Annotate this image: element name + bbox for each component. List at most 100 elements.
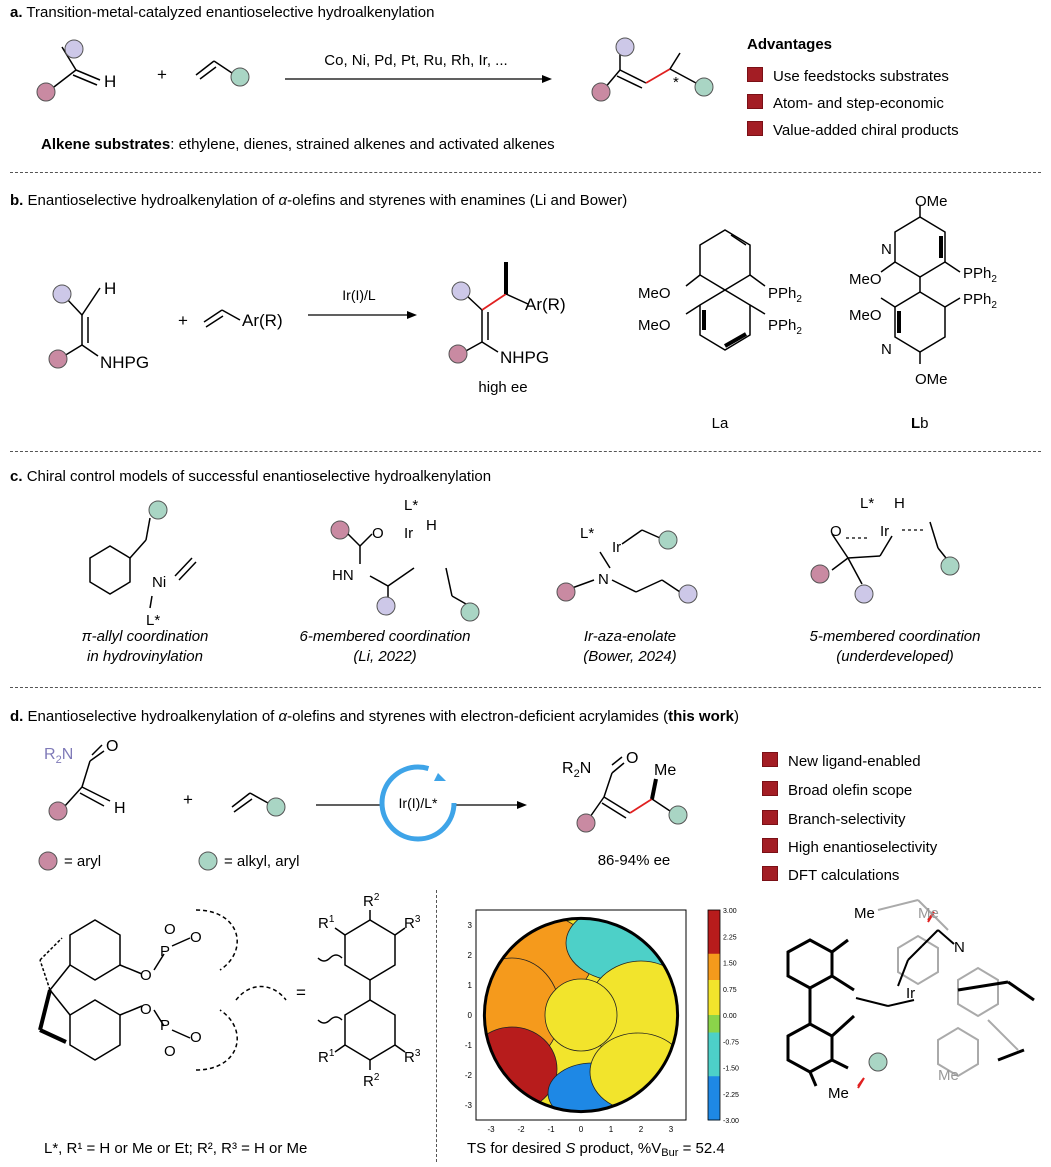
svg-text:H: H	[426, 517, 437, 534]
section-a-label: a.	[10, 4, 23, 21]
section-a-title-text: Transition-metal-catalyzed enantioselect…	[26, 4, 435, 21]
styrene-partner	[203, 309, 241, 328]
ts-ir-label: Ir	[906, 985, 915, 1002]
model-5-membered: L* H O Ir	[810, 495, 960, 604]
alkene-partner	[195, 60, 250, 87]
n-label-top: N	[881, 241, 892, 258]
product-acrylamide	[576, 756, 688, 833]
section-b-title: b. Enantioselective hydroalkenylation of…	[10, 192, 628, 209]
ts-caption: TS for desired S product, %VBur = 52.4	[467, 1140, 725, 1159]
section-c-models: Ni L* O Ir L* H HN	[89, 495, 960, 628]
carbonyl-o-label: O	[106, 738, 118, 755]
alkyl-legend-label: = alkyl, aryl	[224, 853, 299, 870]
colorbar-segment	[708, 1093, 720, 1103]
model3-caption-2: (Bower, 2024)	[583, 648, 677, 665]
svg-text:O: O	[372, 525, 384, 542]
advantage-item-1: Use feedstocks substrates	[747, 67, 949, 85]
colorbar-segment	[708, 1006, 720, 1016]
y-tick-label: -1	[465, 1041, 473, 1050]
hydrogen-label: H	[104, 279, 116, 298]
n-label-bottom: N	[881, 341, 892, 358]
plus-sign: +	[157, 65, 167, 84]
svg-text:=: =	[296, 983, 306, 1002]
heatmap-region-center	[544, 978, 618, 1052]
r2n-label: R2N	[44, 746, 73, 766]
alkyl-legend-circle	[198, 851, 218, 871]
advantages-title: Advantages	[747, 36, 833, 53]
x-tick-label: -2	[517, 1125, 525, 1134]
svg-text:Ir: Ir	[404, 525, 413, 542]
feature-item-3: Branch-selectivity	[762, 810, 906, 828]
model-aza-enolate: L* Ir N	[556, 525, 698, 604]
svg-text:O: O	[140, 1001, 152, 1018]
r2-top: R2	[363, 892, 380, 910]
x-tick-label: 0	[579, 1125, 584, 1134]
ee-label: high ee	[478, 379, 527, 396]
model4-caption-1: 5-membered coordination	[809, 628, 981, 645]
svg-text:H: H	[894, 495, 905, 512]
model4-caption-2: (underdeveloped)	[836, 648, 954, 665]
product-diene	[591, 37, 714, 102]
divider-3	[10, 687, 1041, 688]
ligand-structure: O O P P O O O O = R2 R1 R3 R1 R3 R2	[38, 892, 421, 1090]
product-o-label: O	[626, 750, 638, 767]
ome-label-top: OMe	[915, 193, 948, 210]
svg-text:O: O	[190, 929, 202, 946]
colorbar-segment	[708, 1041, 720, 1051]
colorbar-segment	[708, 1067, 720, 1077]
colorbar-segment	[708, 1015, 720, 1025]
section-a-scheme: H + Co, Ni, Pd, Pt, Ru, Rh, Ir, ... *	[36, 37, 714, 102]
colorbar-segment	[708, 1032, 720, 1042]
colorbar-tick-label: 0.00	[723, 1013, 737, 1020]
svg-text:L*: L*	[580, 525, 594, 542]
alkene-substrates-line: Alkene substrates: ethylene, dienes, str…	[41, 136, 555, 153]
x-tick-label: -1	[547, 1125, 555, 1134]
feature-item-4: High enantioselectivity	[762, 838, 937, 856]
feature-item-2: Broad olefin scope	[762, 781, 912, 799]
product-nhpg-label: NHPG	[500, 348, 549, 367]
hydrogen-label: H	[104, 72, 116, 91]
svg-text:Ir: Ir	[612, 539, 621, 556]
ts-me-label-4: Me	[938, 1067, 959, 1084]
svg-text:Ni: Ni	[152, 574, 166, 591]
stereocenter-star: *	[673, 74, 679, 91]
colorbar-tick-label: 2.25	[723, 934, 737, 941]
colorbar-segment	[708, 962, 720, 972]
colorbar-segment	[708, 1085, 720, 1095]
r1-bottom: R1	[318, 1048, 335, 1066]
aryl-label: Ar(R)	[242, 311, 283, 330]
svg-text:O: O	[140, 967, 152, 984]
colorbar-segment	[708, 1050, 720, 1060]
ts-me-label-1: Me	[854, 905, 875, 922]
catalytic-cycle-icon	[379, 764, 457, 842]
meo-label-2: MeO	[638, 317, 671, 334]
r2-bottom: R2	[363, 1072, 380, 1090]
la-label: La	[712, 415, 729, 432]
advantage-item-3: Value-added chiral products	[747, 121, 959, 139]
section-b-scheme: H NHPG + Ar(R) Ir(I)/L Ar(R) NHPG high e…	[48, 262, 566, 396]
lb-label: Lb	[911, 415, 929, 432]
colorbar-segment	[708, 1111, 720, 1121]
divider-1	[10, 172, 1041, 173]
divider-2	[10, 451, 1041, 452]
colorbar-segment	[708, 910, 720, 920]
vertical-divider	[436, 890, 437, 1162]
feature-item-5: DFT calculations	[762, 866, 899, 884]
colorbar-segment	[708, 997, 720, 1007]
methyl-label: Me	[654, 762, 676, 779]
product-aryl-label: Ar(R)	[525, 295, 566, 314]
r3-bottom: R3	[404, 1048, 421, 1066]
ome-label-bottom: OMe	[915, 371, 948, 388]
colorbar-segment	[708, 1023, 720, 1033]
ts-structure: Me Me Me Me Ir N	[786, 899, 1035, 1102]
meo-label-1: MeO	[638, 285, 671, 302]
colorbar-segment	[708, 1076, 720, 1086]
condition-label: Ir(I)/L*	[399, 795, 438, 811]
section-d-title: d. Enantioselective hydroalkenylation of…	[10, 708, 739, 725]
product-r2n-label: R2N	[562, 760, 591, 780]
y-tick-label: 1	[468, 981, 473, 990]
svg-text:L*: L*	[404, 497, 418, 514]
substrate-alkene	[36, 39, 101, 102]
